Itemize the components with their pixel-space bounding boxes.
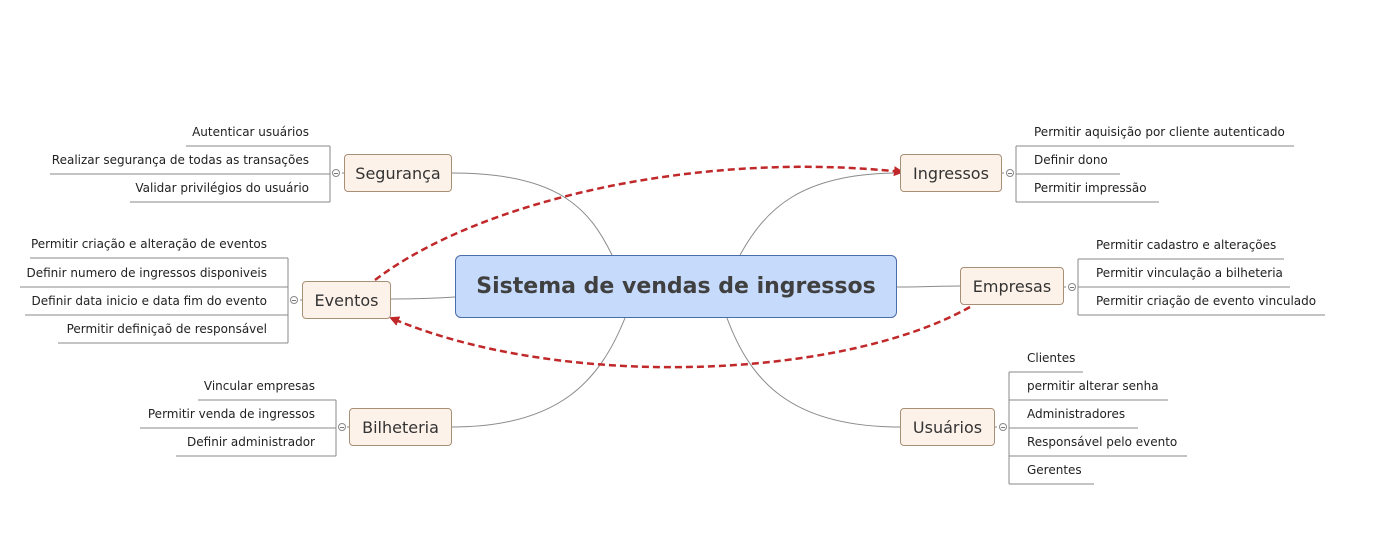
subtopic-usuarios-3[interactable]: Administradores — [1027, 407, 1126, 421]
subtopic-usuarios-4[interactable]: Responsável pelo evento — [1027, 435, 1178, 449]
subtopic-seguranca-2[interactable]: Realizar segurança de todas as transaçõe… — [51, 153, 309, 167]
subtopic-bilheteria-2[interactable]: Permitir venda de ingressos — [147, 407, 315, 421]
collapse-toggle-eventos[interactable] — [290, 296, 298, 304]
topic-label: Eventos — [314, 290, 379, 310]
subtopic-bilheteria-3[interactable]: Definir administrador — [187, 435, 315, 449]
subtopic-usuarios-2[interactable]: permitir alterar senha — [1027, 379, 1159, 393]
subtopic-empresas-1[interactable]: Permitir cadastro e alterações — [1096, 238, 1277, 252]
topic-label: Empresas — [972, 276, 1052, 296]
topic-ingressos[interactable]: Ingressos — [900, 154, 1002, 192]
topic-label: Usuários — [912, 417, 983, 437]
subtopic-eventos-1[interactable]: Permitir criação e alteração de eventos — [30, 237, 267, 251]
subtopic-ingressos-1[interactable]: Permitir aquisição por cliente autentica… — [1034, 125, 1285, 139]
collapse-toggle-usuarios[interactable] — [999, 423, 1007, 431]
subtopic-eventos-4[interactable]: Permitir definiçaõ de responsável — [66, 322, 267, 336]
topic-seguranca[interactable]: Segurança — [344, 154, 452, 192]
subtopic-eventos-3[interactable]: Definir data inicio e data fim do evento — [31, 294, 267, 308]
branch-connector-empresas — [896, 285, 961, 288]
subtopic-seguranca-3[interactable]: Validar privilégios do usuário — [135, 181, 309, 195]
branch-connector-ingressos — [739, 172, 901, 256]
topic-eventos[interactable]: Eventos — [302, 281, 391, 319]
subtopic-usuarios-5[interactable]: Gerentes — [1027, 463, 1082, 477]
relationship-arrow-eventos-ingressos — [374, 165, 904, 281]
subtopic-usuarios-1[interactable]: Clientes — [1027, 351, 1076, 365]
branch-connector-bilheteria — [451, 317, 626, 428]
subtopic-empresas-3[interactable]: Permitir criação de evento vinculado — [1096, 294, 1317, 308]
topic-label: Segurança — [355, 163, 441, 183]
topic-usuarios[interactable]: Usuários — [900, 408, 995, 446]
subtopic-lines-usuarios — [995, 371, 1187, 485]
topic-label: Bilheteria — [362, 417, 439, 437]
branch-connector-usuarios — [726, 317, 901, 428]
subtopic-lines-eventos — [20, 257, 302, 344]
collapse-toggle-bilheteria[interactable] — [338, 423, 346, 431]
subtopic-lines-ingressos — [1002, 145, 1294, 203]
branch-connector-eventos — [390, 296, 456, 300]
collapse-toggle-seguranca[interactable] — [332, 169, 340, 177]
subtopic-ingressos-2[interactable]: Definir dono — [1034, 153, 1108, 167]
subtopic-lines-bilheteria — [140, 399, 349, 457]
branch-connector-seguranca — [451, 172, 613, 256]
topic-label: Ingressos — [913, 163, 989, 183]
central-topic-label: Sistema de vendas de ingressos — [476, 274, 876, 299]
collapse-toggle-ingressos[interactable] — [1006, 169, 1014, 177]
subtopic-empresas-2[interactable]: Permitir vinculação a bilheteria — [1096, 266, 1283, 280]
central-topic[interactable]: Sistema de vendas de ingressos — [455, 255, 897, 318]
subtopic-lines-seguranca — [50, 145, 344, 203]
collapse-toggle-empresas[interactable] — [1068, 283, 1076, 291]
topic-empresas[interactable]: Empresas — [960, 267, 1064, 305]
subtopic-eventos-2[interactable]: Definir numero de ingressos disponiveis — [26, 266, 268, 280]
topic-bilheteria[interactable]: Bilheteria — [349, 408, 452, 446]
relationship-arrow-empresas-eventos — [389, 305, 971, 369]
subtopic-ingressos-3[interactable]: Permitir impressão — [1034, 181, 1147, 195]
subtopic-seguranca-1[interactable]: Autenticar usuários — [192, 125, 309, 139]
subtopic-lines-empresas — [1064, 258, 1325, 316]
subtopic-bilheteria-1[interactable]: Vincular empresas — [203, 379, 315, 393]
